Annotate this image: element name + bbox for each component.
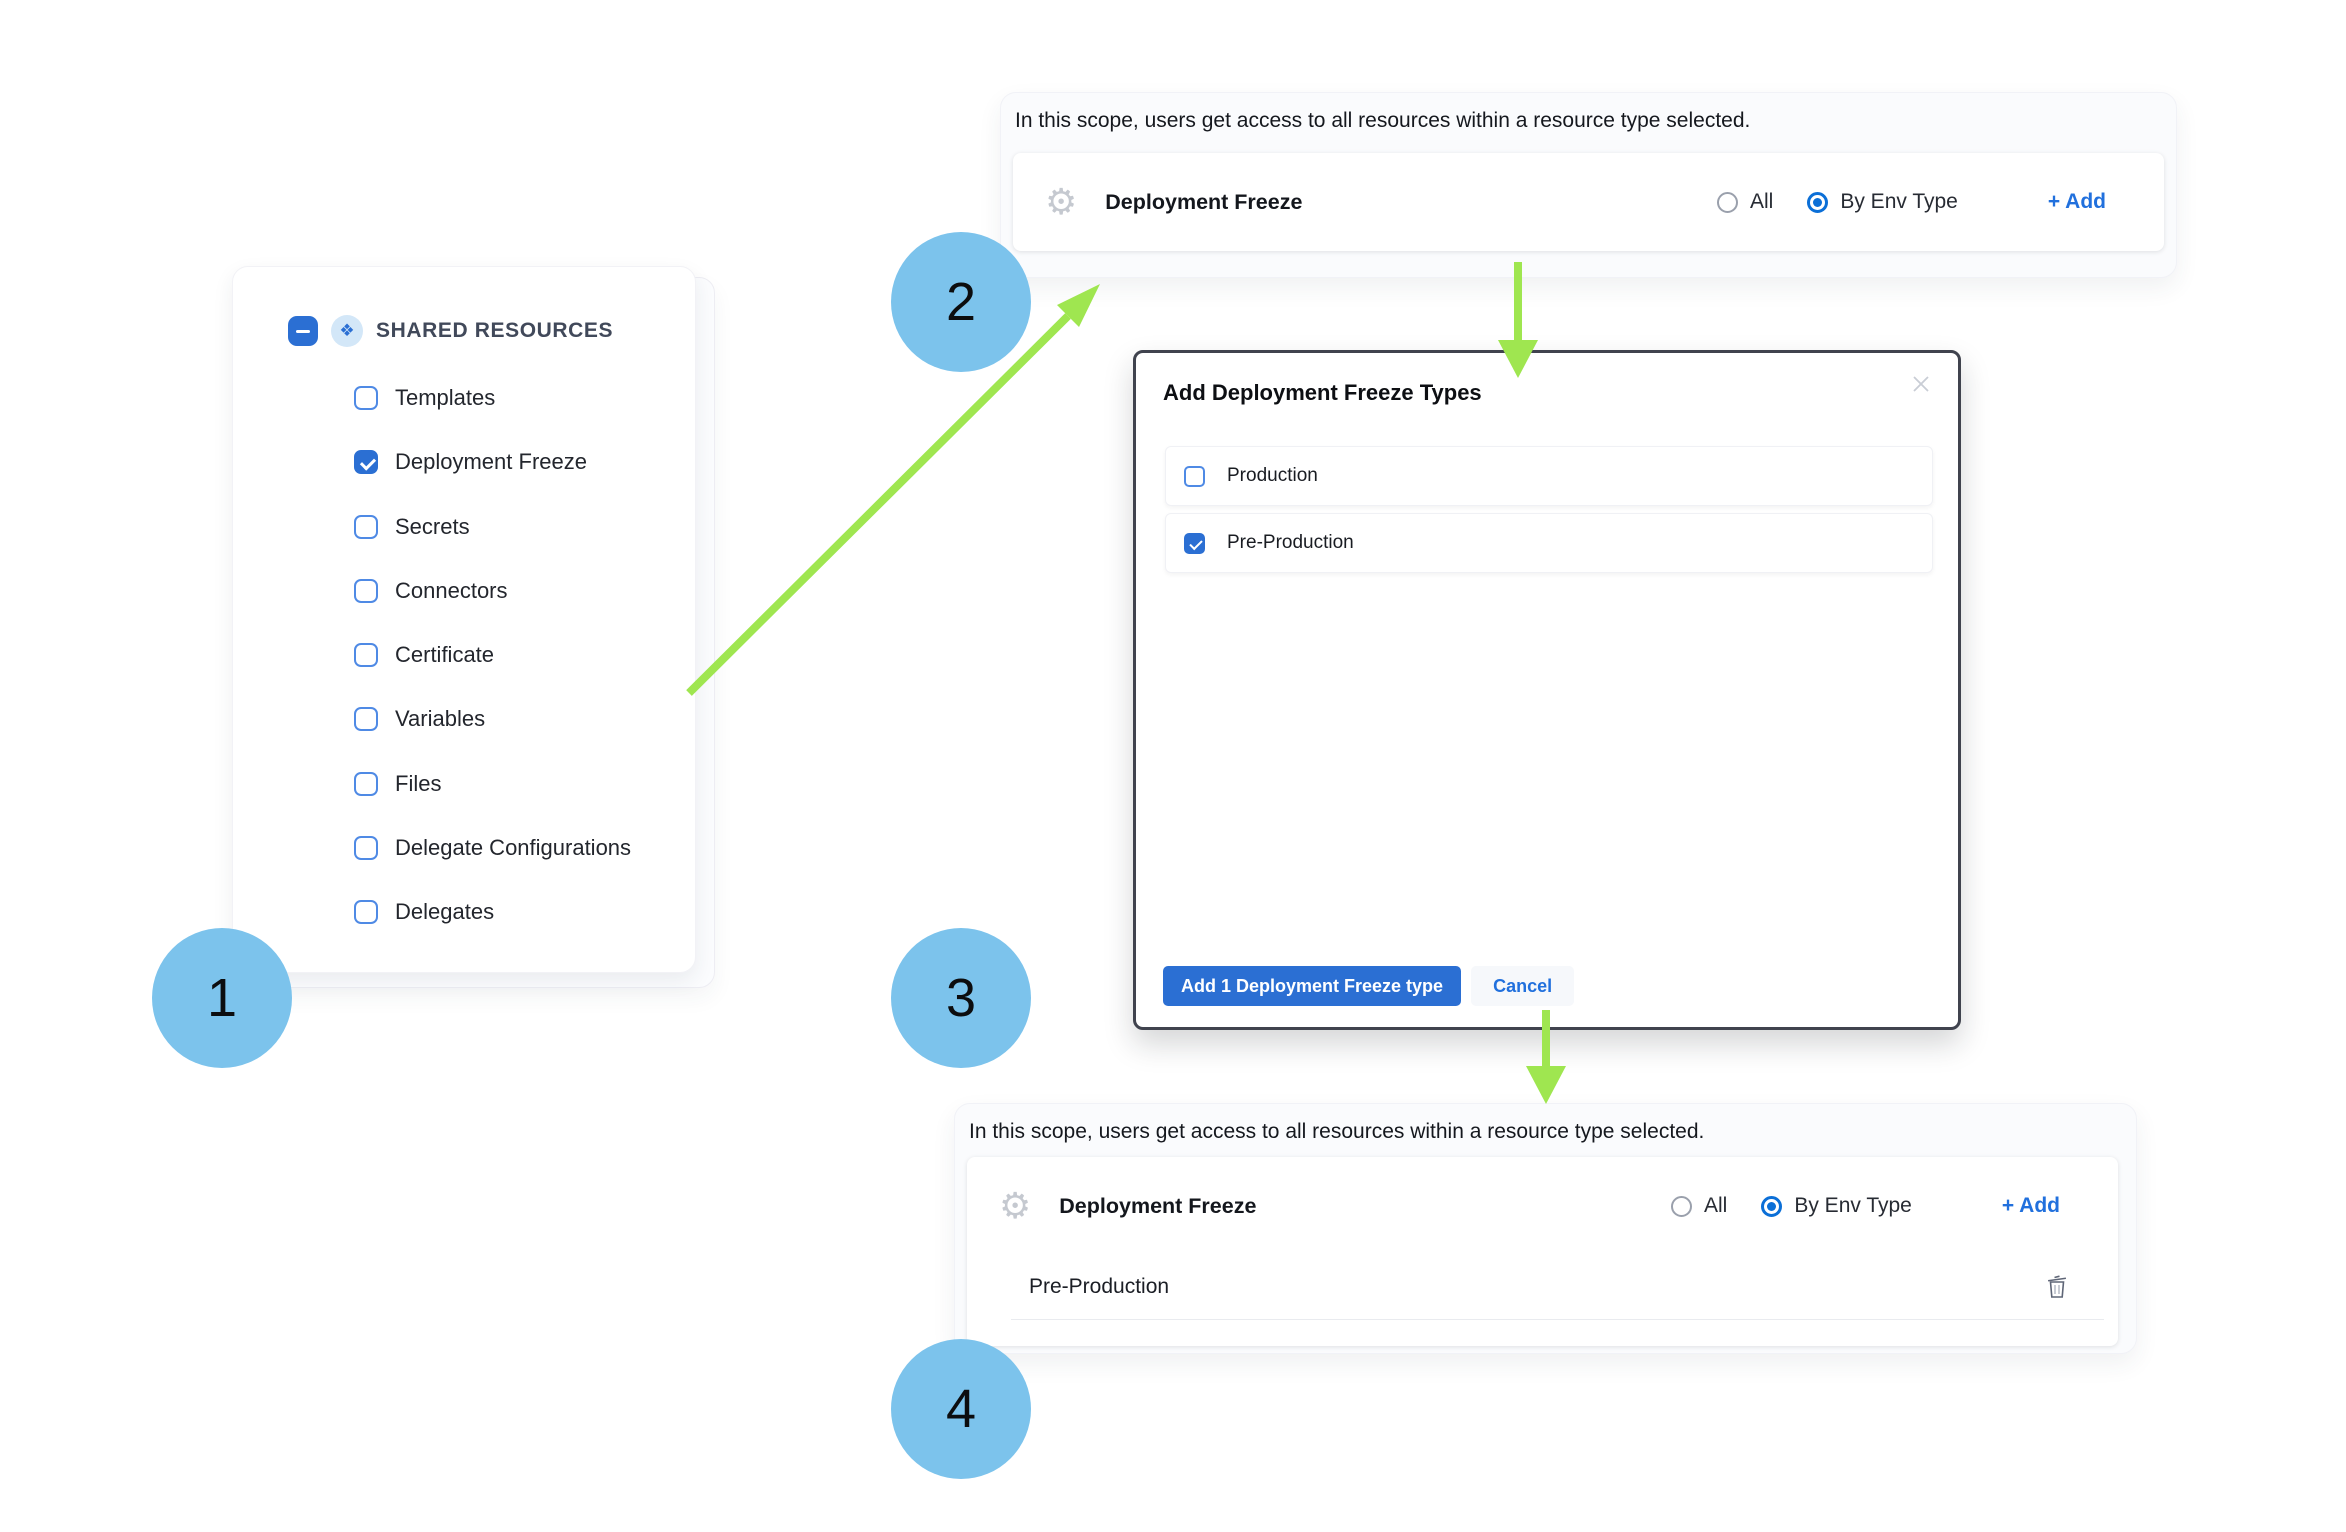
cancel-button[interactable]: Cancel (1471, 966, 1575, 1006)
tree-item-templates: Templates (354, 380, 631, 416)
step-callout-2: 2 (891, 232, 1031, 372)
add-link[interactable]: + Add (2001, 1194, 2060, 1217)
close-icon[interactable] (1910, 373, 1932, 395)
resource-tree-panel: ❖ SHARED RESOURCES Templates Deployment … (232, 266, 696, 973)
step-callout-4: 4 (891, 1339, 1031, 1479)
resource-tree-items: Templates Deployment Freeze Secrets Conn… (354, 380, 631, 930)
tree-item-certificate: Certificate (354, 637, 631, 673)
resource-type-card: ⚙ Deployment Freeze All By Env Type + Ad… (1013, 153, 2164, 251)
resource-type-card: ⚙ Deployment Freeze All By Env Type + Ad… (967, 1157, 2118, 1346)
tree-item-label: Files (395, 770, 442, 796)
tree-item-variables: Variables (354, 701, 631, 737)
checkbox-secrets[interactable] (354, 514, 378, 539)
gear-icon: ⚙ (1045, 181, 1078, 222)
tree-item-delegate-configurations: Delegate Configurations (354, 830, 631, 866)
step-callout-1: 1 (152, 928, 292, 1068)
row-divider (1011, 1319, 2104, 1320)
tree-item-files: Files (354, 766, 631, 802)
resource-tree-header: ❖ SHARED RESOURCES (288, 315, 613, 347)
step-callout-3: 3 (891, 928, 1031, 1068)
radio-option-all[interactable]: All (1671, 1194, 1727, 1218)
checkbox-certificate[interactable] (354, 643, 378, 668)
checkbox-variables[interactable] (354, 707, 378, 732)
modal-row-label: Production (1227, 465, 1318, 486)
tree-item-label: Templates (395, 385, 496, 410)
tree-item-label: Secrets (395, 513, 470, 539)
modal-row-label: Pre-Production (1227, 532, 1354, 553)
arrow-tree-to-scope (686, 284, 1100, 696)
resource-tree-title: SHARED RESOURCES (376, 319, 614, 342)
scope-panel-top: In this scope, users get access to all r… (1000, 92, 2177, 278)
modal-row-production: Production (1165, 446, 1933, 506)
trash-icon[interactable] (2044, 1273, 2070, 1301)
selected-type-row: Pre-Production (967, 1255, 2118, 1319)
selected-type-label: Pre-Production (1029, 1275, 1170, 1298)
radio-by-env-type[interactable] (1807, 191, 1829, 213)
tree-item-label: Connectors (395, 577, 508, 603)
add-deployment-freeze-type-button[interactable]: Add 1 Deployment Freeze type (1163, 966, 1462, 1006)
shared-resources-icon: ❖ (331, 315, 363, 347)
resource-type-controls: All By Env Type + Add (1671, 1157, 2118, 1255)
checkbox-pre-production[interactable] (1184, 532, 1205, 554)
radio-by-env-type-label: By Env Type (1840, 190, 1958, 213)
scope-note: In this scope, users get access to all r… (1015, 109, 1751, 132)
radio-all-label: All (1750, 190, 1774, 213)
checkbox-delegate-configurations[interactable] (354, 836, 378, 861)
resource-type-row: ⚙ Deployment Freeze All By Env Type + Ad… (1013, 153, 2164, 251)
checkbox-deployment-freeze[interactable] (354, 450, 378, 475)
checkbox-production[interactable] (1184, 465, 1205, 487)
radio-by-env-type[interactable] (1761, 1195, 1783, 1217)
tree-item-label: Variables (395, 706, 486, 732)
checkbox-connectors[interactable] (354, 578, 378, 603)
radio-by-env-type-label: By Env Type (1794, 1194, 1912, 1217)
tree-item-delegates: Delegates (354, 894, 631, 930)
resource-type-controls: All By Env Type + Add (1717, 153, 2164, 251)
radio-option-by-env-type[interactable]: By Env Type (1807, 190, 1958, 214)
add-link[interactable]: + Add (2047, 190, 2106, 213)
modal-footer: Add 1 Deployment Freeze type Cancel (1163, 966, 1575, 1006)
checkbox-files[interactable] (354, 771, 378, 796)
radio-all[interactable] (1671, 1195, 1692, 1217)
resource-type-name: Deployment Freeze (1105, 189, 1303, 214)
checkbox-templates[interactable] (354, 386, 378, 410)
radio-option-by-env-type[interactable]: By Env Type (1761, 1194, 1912, 1218)
resource-type-name: Deployment Freeze (1059, 1193, 1257, 1218)
radio-option-all[interactable]: All (1717, 190, 1773, 214)
tree-item-label: Delegate Configurations (395, 835, 632, 861)
gear-icon: ⚙ (999, 1185, 1032, 1226)
scope-note: In this scope, users get access to all r… (969, 1120, 1705, 1143)
radio-all-label: All (1704, 1194, 1728, 1217)
tree-item-label: Certificate (395, 642, 495, 668)
add-deployment-freeze-modal: Add Deployment Freeze Types Production P… (1133, 350, 1961, 1030)
tree-item-label: Deployment Freeze (395, 449, 587, 475)
modal-row-pre-production: Pre-Production (1165, 513, 1933, 573)
tree-item-deployment-freeze: Deployment Freeze (354, 444, 631, 480)
tree-item-label: Delegates (395, 899, 495, 925)
modal-title: Add Deployment Freeze Types (1163, 380, 1482, 405)
tree-item-connectors: Connectors (354, 573, 631, 609)
checkbox-delegates[interactable] (354, 900, 378, 925)
radio-all[interactable] (1717, 191, 1738, 213)
modal-type-list: Production Pre-Production (1165, 446, 1933, 573)
resource-type-row: ⚙ Deployment Freeze All By Env Type + Ad… (967, 1157, 2118, 1255)
collapse-minus-icon[interactable] (288, 316, 318, 346)
scope-panel-bottom: In this scope, users get access to all r… (954, 1103, 2137, 1354)
tree-item-secrets: Secrets (354, 509, 631, 545)
